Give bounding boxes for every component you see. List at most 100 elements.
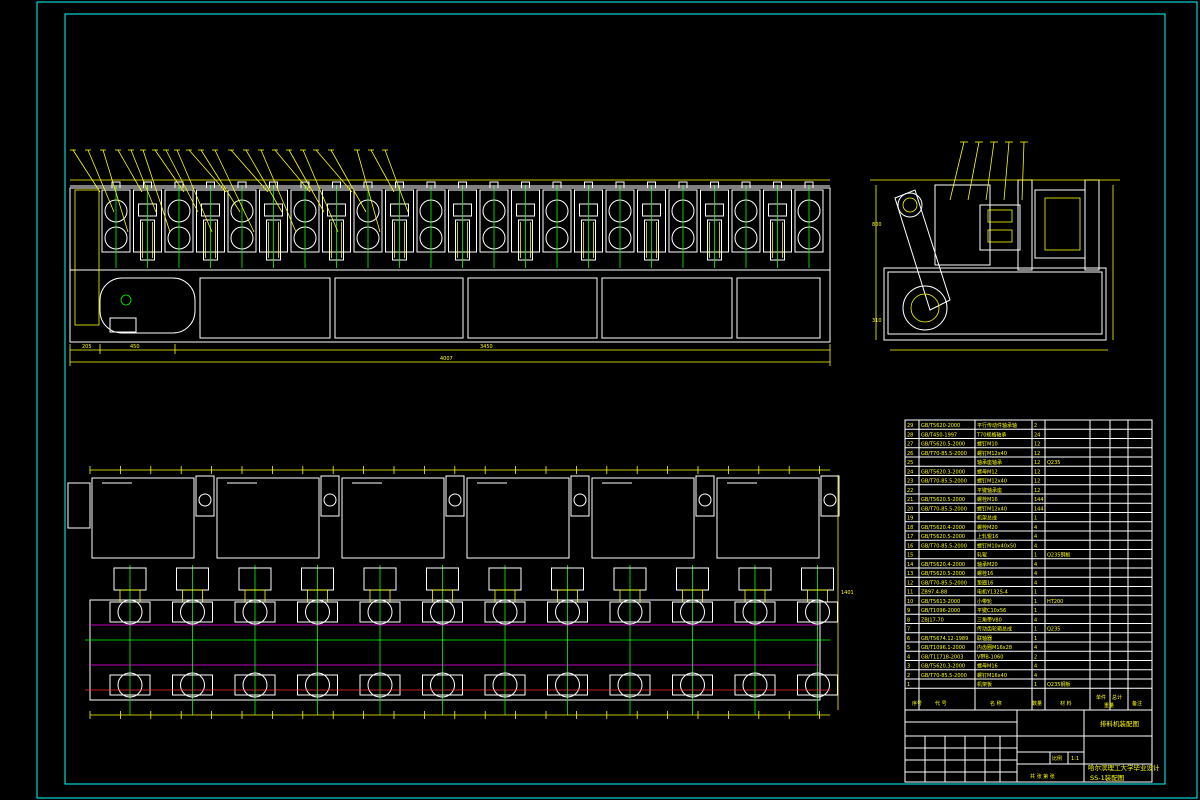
bom-name: 垫圈16: [977, 579, 993, 586]
bom-qty: 1: [1034, 516, 1037, 522]
bom-qty: 12: [1034, 451, 1040, 457]
bom-qty: 4: [1034, 525, 1037, 531]
bom-seq: 22: [907, 488, 913, 494]
bom-qty: 1: [1034, 599, 1037, 605]
balloon-leader: [245, 149, 283, 213]
plan-bearing-block: [672, 674, 713, 696]
balloon-leader: [188, 149, 227, 193]
bom-header-remark: 备注: [1132, 700, 1142, 707]
bom-name: 螺钉M12x40: [977, 478, 1007, 485]
bom-name: 螺母M16: [977, 663, 998, 670]
dim-plan-height: 1401: [841, 590, 854, 596]
stand-cap: [426, 181, 436, 189]
bom-code: GB/T11718-2003: [921, 654, 963, 660]
bom-name: 螺栓16: [977, 570, 993, 577]
bom-header-seq: 序号: [912, 700, 922, 707]
bom-name: 螺钉M16x40: [977, 672, 1007, 679]
bom-seq: 18: [907, 525, 913, 531]
bom-seq: 5: [907, 645, 910, 651]
balloon-leader: [200, 149, 241, 213]
balloon-leader: [142, 149, 171, 233]
balloon-leader: [985, 141, 995, 201]
bom-qty: 4: [1034, 673, 1037, 679]
stand-cap: [269, 181, 278, 189]
plan-coupling: [195, 475, 215, 517]
bom-name: 小带轮: [977, 598, 992, 605]
title-block: 排料机装配图 哈尔滨理工大学毕业设计 SS-1装配图 比例 1:1 共 张 第 …: [904, 709, 1160, 783]
plan-lower-roll: [617, 672, 643, 698]
coupling-flange: [198, 493, 212, 507]
stand-cap: [773, 181, 782, 189]
stand-cap: [237, 181, 247, 189]
dim-front-seg1: 450: [130, 344, 140, 350]
stand-cap: [489, 181, 499, 189]
bom-seq: 2: [907, 673, 910, 679]
plan-rolls: [85, 565, 838, 715]
bom-seq: 19: [907, 516, 913, 522]
stand-cap: [174, 181, 184, 189]
stand-cap: [678, 181, 688, 189]
bom-material: HT200: [1047, 599, 1063, 605]
bom-qty: 1: [1034, 627, 1037, 633]
bom-qty: 4: [1034, 562, 1037, 568]
bom-seq: 29: [907, 423, 913, 429]
plan-bearing-block: [734, 674, 776, 696]
plan-lower-roll: [242, 672, 268, 698]
plan-roll-housings: [91, 475, 840, 559]
motor-pulley-circle: [120, 294, 132, 306]
plan-lower-roll: [305, 672, 330, 698]
plan-upper-roll: [242, 599, 268, 625]
plan-bearing-block: [109, 674, 151, 696]
bom-code: GB/T5620.5-2000: [921, 442, 965, 448]
motor-base: [109, 317, 137, 333]
bom-qty: 12: [1034, 442, 1040, 448]
balloon-leader: [1003, 141, 1010, 201]
bom-header-material: 材 料: [1060, 700, 1072, 707]
bom-name: 平键轴承座: [977, 487, 1002, 494]
bom-header-weight: 重量: [1104, 702, 1114, 709]
balloon-leader: [1021, 141, 1025, 201]
balloon-leader: [176, 149, 213, 233]
bom-grid: [904, 420, 1153, 710]
frame-panel: [601, 277, 733, 339]
front-view: 205 450 3450 4007: [69, 149, 831, 366]
stand-cap: [584, 181, 593, 189]
bom-seq: 21: [907, 497, 913, 503]
plan-gearbox: [591, 477, 695, 559]
balloon-leader: [302, 149, 339, 233]
plan-bearing-block: [797, 601, 838, 623]
plan-coupling: [570, 475, 590, 517]
bom-code: GB/T70-85.5-2000: [921, 580, 967, 586]
bom-code: ZB97.4-88: [921, 590, 947, 596]
coupling-flange: [323, 493, 337, 507]
stand-cap: [741, 181, 751, 189]
bom-qty: 12: [1034, 460, 1040, 466]
plan-bearing-block: [484, 601, 526, 623]
bom-seq: 7: [907, 627, 910, 633]
plan-bearing-block: [734, 601, 776, 623]
bom-header-code: 代 号: [935, 700, 947, 707]
bom-qty: 4: [1034, 645, 1037, 651]
front-roll-housing: [69, 187, 831, 271]
balloon-leader: [315, 149, 353, 193]
plan-bearing-block: [172, 674, 213, 696]
bom-code: GB/T70-85.5-2000: [921, 543, 967, 549]
plan-bearing-block: [234, 674, 276, 696]
plan-frame: [89, 599, 821, 701]
bom-name: 轴承M20: [977, 561, 998, 568]
plan-bearing-block: [547, 674, 588, 696]
title-signature-grid: [905, 721, 1017, 782]
plan-bearing-block: [609, 601, 651, 623]
drawing-name: 排料机装配图: [1100, 719, 1139, 728]
bom-seq: 4: [907, 654, 910, 660]
plan-bearing-block: [297, 674, 338, 696]
bom-seq: 12: [907, 580, 913, 586]
bom-qty: 12: [1034, 469, 1040, 475]
plan-bearing-block: [422, 674, 463, 696]
motor-guard: [99, 277, 196, 334]
bom-name: 平键C10x56: [977, 607, 1006, 614]
bom-code: GB/T5620.4-2000: [921, 562, 965, 568]
